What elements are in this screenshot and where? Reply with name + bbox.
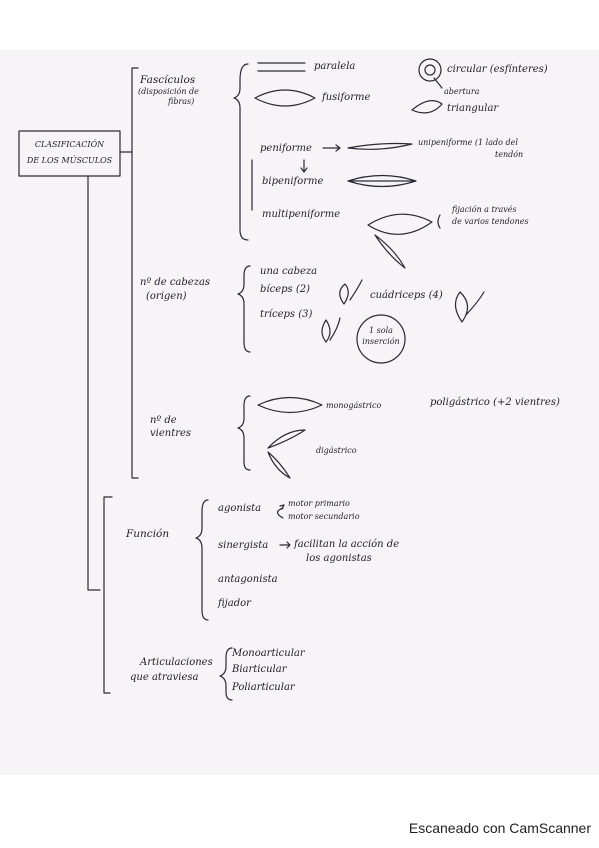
- triangular-muscle-icon: [411, 100, 443, 114]
- motor-secundario-label: motor secundario: [288, 512, 360, 521]
- brace-vientres: [237, 395, 251, 471]
- circular-muscle-icon: [418, 58, 442, 82]
- monogastrico-label: monogástrico: [326, 401, 382, 410]
- bipeniforme-shape-icon: [347, 174, 417, 188]
- motor-split-arrow-icon: [276, 504, 285, 519]
- articulaciones-title-1: Articulaciones: [140, 657, 213, 668]
- branches-bracket: [131, 67, 139, 479]
- fusiforme-shape-icon: [254, 89, 316, 107]
- unipeniforme-shape-icon: [347, 142, 413, 150]
- fijacion-label-1: fijación a través: [452, 205, 517, 214]
- sinergista-desc-2: los agonistas: [306, 553, 372, 564]
- fijador-label: fijador: [218, 598, 251, 609]
- triceps-label: tríceps (3): [260, 309, 313, 320]
- multipeniforme-shape-icon: [367, 213, 433, 269]
- paralela-lines-icon: [257, 62, 306, 72]
- bipeniforme-label: bipeniforme: [262, 176, 324, 187]
- arrow-right-icon: [322, 144, 341, 152]
- fasciculos-sub1: (disposición de: [138, 87, 199, 96]
- sola-label-1: 1 sola: [369, 326, 393, 335]
- motor-primario-label: motor primario: [288, 499, 350, 508]
- brace-articulaciones: [219, 647, 233, 701]
- root-box: [18, 130, 121, 177]
- triceps-leaf-icon: [321, 317, 341, 343]
- fijacion-label-2: de varios tendones: [452, 217, 529, 226]
- root-title-line1: CLASIFICACIÓN: [34, 140, 105, 149]
- circular-label: circular (esfínteres): [447, 64, 548, 75]
- digastrico-label: digástrico: [316, 446, 357, 455]
- root-title-line2: DE LOS MÚSCULOS: [26, 156, 113, 165]
- cuadriceps-label: cuádriceps (4): [370, 290, 443, 301]
- root-down-connector: [87, 175, 101, 591]
- sola-label-2: inserción: [362, 337, 400, 346]
- brace-fasciculos: [233, 63, 249, 241]
- peniforme-label: peniforme: [260, 143, 312, 154]
- biceps-leaf-icon: [339, 279, 363, 305]
- lower-bracket: [103, 496, 113, 694]
- monoarticular-label: Monoarticular: [232, 648, 305, 659]
- sinergista-label: sinergista: [218, 540, 269, 551]
- articulaciones-title-2: que atraviesa: [130, 672, 199, 683]
- biarticular-label: Biarticular: [232, 664, 287, 675]
- antagonista-label: antagonista: [218, 574, 278, 585]
- monogastrico-shape-icon: [257, 396, 323, 414]
- brace-funcion: [195, 499, 209, 621]
- sinergista-arrow-icon: [279, 541, 291, 549]
- arrow-down-icon: [300, 159, 308, 173]
- una-cabeza-label: una cabeza: [260, 266, 318, 277]
- multipeniforme-label: multipeniforme: [262, 209, 341, 220]
- cuadriceps-leaf-icon: [454, 291, 485, 323]
- scanned-paper: [0, 50, 599, 775]
- cabezas-title-2: (origen): [146, 291, 187, 302]
- fusiforme-label: fusiforme: [322, 92, 371, 103]
- triangular-label: triangular: [447, 103, 499, 114]
- digastrico-shape-icon: [267, 429, 306, 479]
- cabezas-title-1: nº de cabezas: [140, 277, 211, 288]
- inserción-circle: [356, 314, 406, 364]
- brace-cabezas: [237, 265, 251, 353]
- agonista-label: agonista: [218, 503, 262, 514]
- sinergista-desc-1: facilitan la acción de: [294, 539, 400, 550]
- abertura-label: abertura: [444, 87, 480, 96]
- vientres-title-2: vientres: [150, 428, 192, 439]
- poliarticular-label: Poliarticular: [232, 682, 295, 693]
- poligastrico-label: poligástrico (+2 vientres): [430, 397, 560, 408]
- camscanner-watermark: Escaneado con CamScanner: [408, 820, 591, 836]
- biceps-label: bíceps (2): [260, 284, 310, 295]
- fasciculos-title: Fascículos: [140, 74, 196, 86]
- fasciculos-sub2: fibras): [168, 97, 195, 106]
- funcion-title: Función: [126, 528, 170, 540]
- unipeniforme-label-1: unipeniforme (1 lado del: [418, 138, 518, 147]
- paralela-label: paralela: [314, 61, 356, 72]
- vientres-title-1: nº de: [150, 415, 177, 426]
- unipeniforme-label-2: tendón: [495, 150, 524, 159]
